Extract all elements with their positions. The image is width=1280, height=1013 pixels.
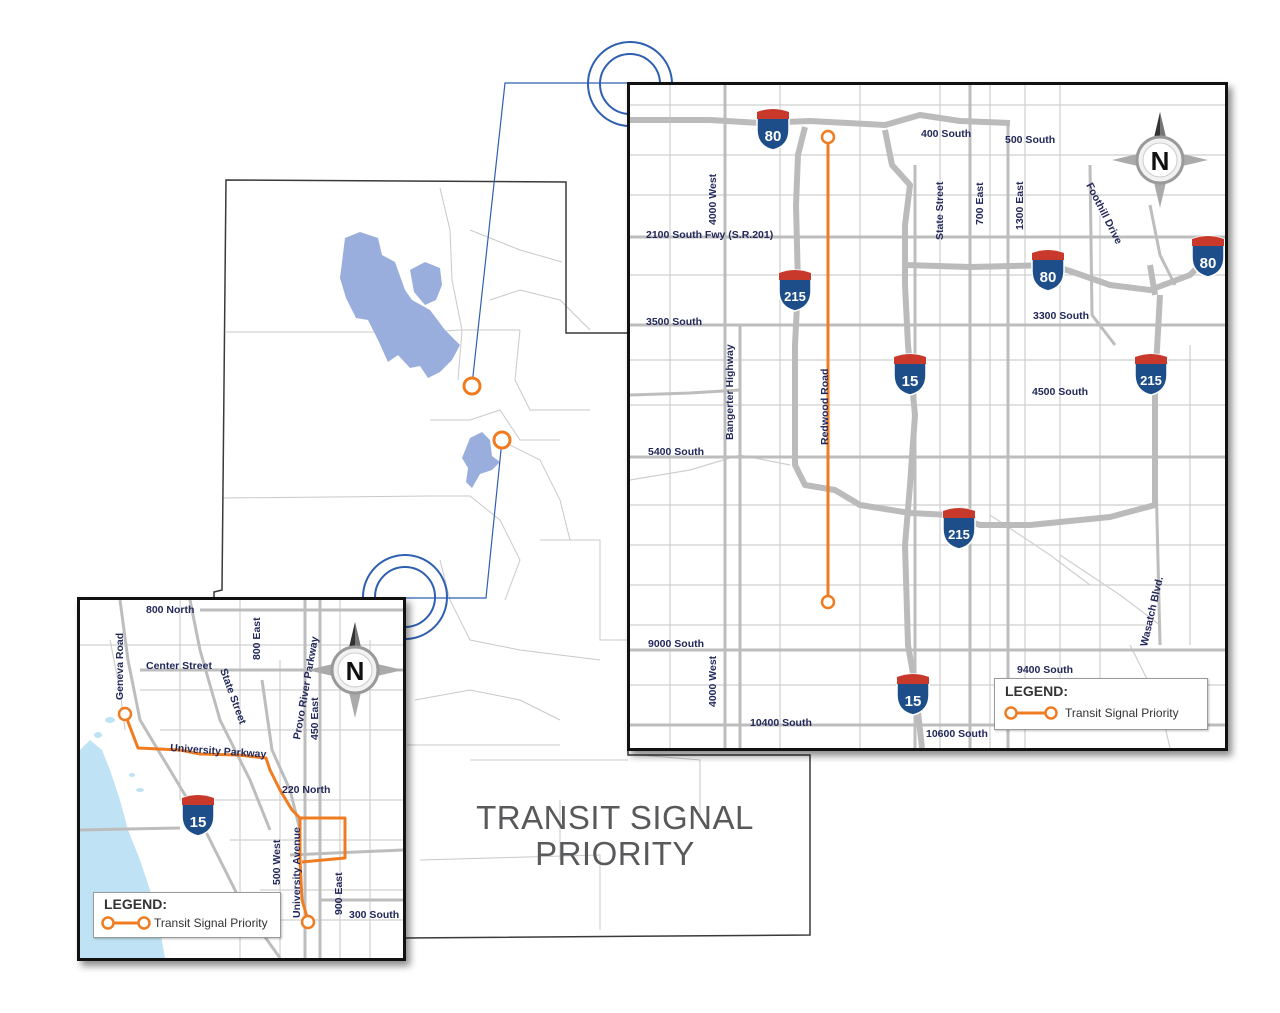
street-label: 800 East — [251, 617, 263, 660]
salt-lake-inset-map: 400 South 500 South 4000 West State Stre… — [630, 85, 1225, 748]
svg-text:80: 80 — [765, 128, 782, 145]
svg-text:215: 215 — [784, 289, 806, 304]
tsp-route-university — [123, 713, 347, 921]
street-label: 220 North — [282, 784, 330, 796]
street-label: 3500 South — [646, 316, 702, 328]
street-label: 10600 South — [926, 728, 988, 740]
svg-text:15: 15 — [190, 814, 207, 831]
svg-text:80: 80 — [1200, 255, 1217, 272]
utah-lake — [462, 432, 500, 488]
major-roads — [630, 85, 1225, 748]
svg-text:N: N — [346, 656, 365, 686]
i80-shield-icon: 80 — [756, 108, 790, 151]
provo-location-marker — [492, 430, 512, 450]
salt-lake-location-marker — [462, 376, 482, 396]
svg-text:N: N — [1151, 146, 1170, 176]
street-label: 4000 West — [707, 173, 719, 225]
svg-text:215: 215 — [1140, 373, 1162, 388]
i215-shield-icon: 215 — [942, 507, 976, 550]
north-arrow-icon: N — [1112, 112, 1208, 208]
legend-title: LEGEND: — [1005, 683, 1068, 699]
street-label: 5400 South — [648, 446, 704, 458]
i215-shield-icon: 215 — [1134, 353, 1168, 396]
provo-inset: 800 North Geneva Road Center Street Stat… — [77, 597, 406, 961]
north-arrow-icon: N — [307, 622, 403, 718]
street-label: University Parkway — [170, 742, 267, 761]
street-label: 2100 South Fwy (S.R.201) — [646, 229, 773, 241]
street-label: State Street — [217, 667, 248, 726]
svg-text:15: 15 — [905, 693, 922, 710]
title-line-1: TRANSIT SIGNAL — [476, 799, 754, 836]
street-label: 4000 West — [707, 655, 719, 707]
street-label: 4500 South — [1032, 386, 1088, 398]
street-label: 9400 South — [1017, 664, 1073, 676]
route-legend-icon — [101, 916, 151, 930]
route-endpoint — [820, 594, 836, 610]
great-salt-lake-arm — [410, 262, 442, 305]
street-label: 450 East — [309, 697, 321, 740]
page-title: TRANSIT SIGNAL PRIORITY — [430, 800, 800, 872]
legend-title: LEGEND: — [104, 896, 167, 912]
i15-shield-icon: 15 — [893, 353, 927, 396]
legend-item-label: Transit Signal Priority — [154, 916, 268, 930]
street-label: University Avenue — [291, 827, 303, 918]
tsp-route-redwood — [820, 129, 836, 610]
i80-shield-icon: 80 — [1191, 235, 1225, 278]
i215-shield-icon: 215 — [778, 269, 812, 312]
street-label: State Street — [934, 181, 946, 240]
street-label: Center Street — [146, 660, 212, 672]
i80-shield-icon: 80 — [1031, 249, 1065, 292]
street-label: 9000 South — [648, 638, 704, 650]
legend-item-label: Transit Signal Priority — [1065, 706, 1179, 720]
lake-islands — [94, 717, 144, 792]
route-endpoint — [820, 129, 836, 145]
i15-shield-icon: 15 — [896, 673, 930, 716]
provo-inset-map: 800 North Geneva Road Center Street Stat… — [80, 600, 403, 958]
street-label: 3300 South — [1033, 310, 1089, 322]
street-label: 400 South — [921, 128, 971, 140]
provo-legend: LEGEND: Transit Signal Priority — [93, 892, 281, 938]
street-label: 800 North — [146, 604, 194, 616]
svg-text:215: 215 — [948, 527, 970, 542]
great-salt-lake — [340, 232, 460, 378]
major-roads — [80, 600, 403, 958]
street-label: 300 South — [349, 909, 399, 921]
street-label: Geneva Road — [114, 633, 126, 700]
state-outline — [213, 179, 811, 939]
route-endpoint — [117, 706, 133, 722]
salt-lake-inset: 400 South 500 South 4000 West State Stre… — [627, 82, 1228, 751]
street-label: 500 South — [1005, 134, 1055, 146]
street-label: 10400 South — [750, 717, 812, 729]
route-endpoint — [300, 914, 316, 930]
i15-shield-icon: 15 — [181, 794, 215, 837]
svg-text:15: 15 — [902, 373, 919, 390]
salt-lake-legend: LEGEND: Transit Signal Priority — [994, 678, 1208, 730]
street-label: Redwood Road — [819, 369, 831, 445]
street-label: 700 East — [974, 182, 986, 225]
street-label: Bangerter Highway — [724, 344, 736, 440]
svg-text:80: 80 — [1040, 269, 1057, 286]
street-label: 900 East — [333, 872, 345, 915]
route-legend-icon — [1004, 706, 1058, 720]
street-label: 500 West — [271, 839, 283, 885]
street-label: 1300 East — [1014, 181, 1026, 230]
title-line-2: PRIORITY — [535, 835, 695, 872]
